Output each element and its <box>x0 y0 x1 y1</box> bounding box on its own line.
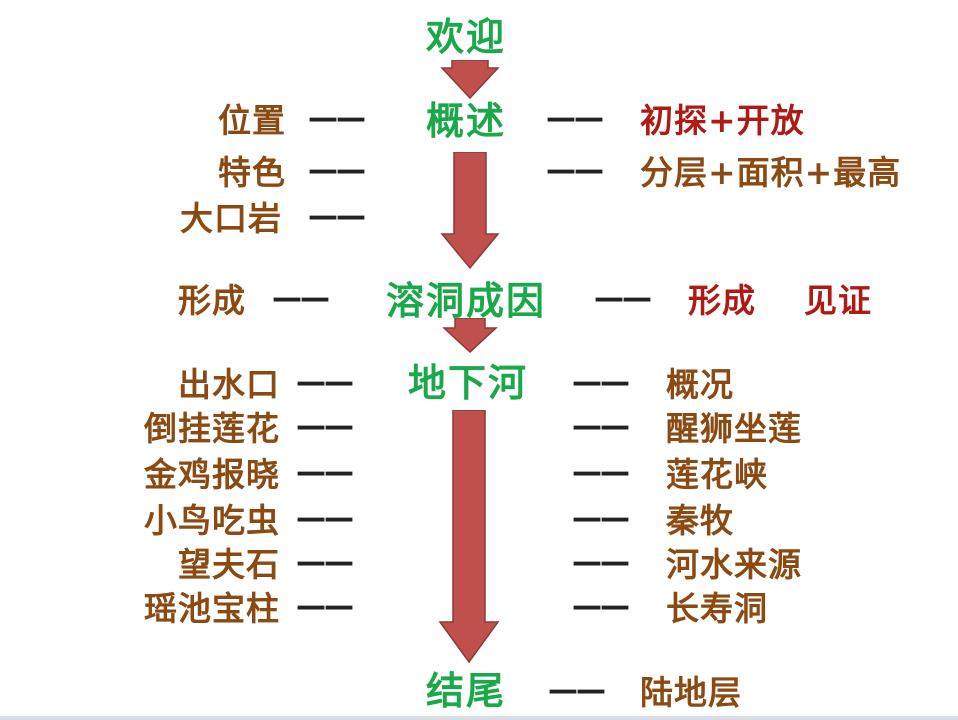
connector-dash: —— <box>296 409 354 444</box>
overview-left-item: 特色 <box>218 153 286 192</box>
connector-dash: —— <box>296 455 354 490</box>
connector-dash: —— <box>296 501 354 536</box>
arrow-karst-to-river <box>442 318 498 354</box>
river-right-item: 秦牧 <box>666 501 734 540</box>
river-left-item: 小鸟吃虫 <box>144 501 280 540</box>
connector-dash: —— <box>572 409 630 444</box>
connector-dash: —— <box>308 153 366 188</box>
overview-left-item: 位置 <box>218 101 286 140</box>
river-right-item: 长寿洞 <box>666 589 768 628</box>
connector-dash: —— <box>572 545 630 580</box>
connector-dash: —— <box>594 281 652 316</box>
river-left-item: 出水口 <box>178 365 280 404</box>
overview-left-item: 大口岩 <box>180 199 282 238</box>
connector-dash: —— <box>572 365 630 400</box>
river-right-item: 莲花峡 <box>666 455 768 494</box>
river-right-item: 河水来源 <box>666 545 802 584</box>
section-karst-cause: 溶洞成因 <box>386 279 547 323</box>
connector-dash: —— <box>296 365 354 400</box>
overview-right-item: 分层+面积+最高 <box>640 153 902 192</box>
section-underground-river: 地下河 <box>408 361 529 405</box>
river-left-item: 倒挂莲花 <box>144 409 280 448</box>
connector-dash: —— <box>572 455 630 490</box>
river-right-item: 概况 <box>666 365 734 404</box>
connector-dash: —— <box>296 589 354 624</box>
connector-dash: —— <box>546 101 604 136</box>
connector-dash: —— <box>296 545 354 580</box>
connector-dash: —— <box>272 281 330 316</box>
connector-dash: —— <box>548 673 606 708</box>
river-left-item: 望夫石 <box>178 545 280 584</box>
karst-left-item: 形成 <box>178 281 246 320</box>
slide-bottom-border <box>0 716 958 720</box>
section-overview: 概述 <box>426 99 507 143</box>
river-left-item: 金鸡报晓 <box>144 455 280 494</box>
connector-dash: —— <box>572 589 630 624</box>
overview-right-item: 初探+开放 <box>640 101 805 140</box>
arrow-welcome-to-overview <box>440 60 500 100</box>
connector-dash: —— <box>308 199 366 234</box>
arrow-overview-to-karst <box>440 152 500 270</box>
karst-right-item: 见证 <box>804 281 872 320</box>
connector-dash: —— <box>546 153 604 188</box>
river-right-item: 醒狮坐莲 <box>666 409 802 448</box>
karst-right-item: 形成 <box>688 281 756 320</box>
section-welcome: 欢迎 <box>426 15 507 59</box>
river-left-item: 瑶池宝柱 <box>144 589 280 628</box>
ending-right-item: 陆地层 <box>640 673 742 712</box>
connector-dash: —— <box>308 101 366 136</box>
section-ending: 结尾 <box>426 669 507 713</box>
connector-dash: —— <box>572 501 630 536</box>
arrow-river-to-ending <box>438 410 500 664</box>
